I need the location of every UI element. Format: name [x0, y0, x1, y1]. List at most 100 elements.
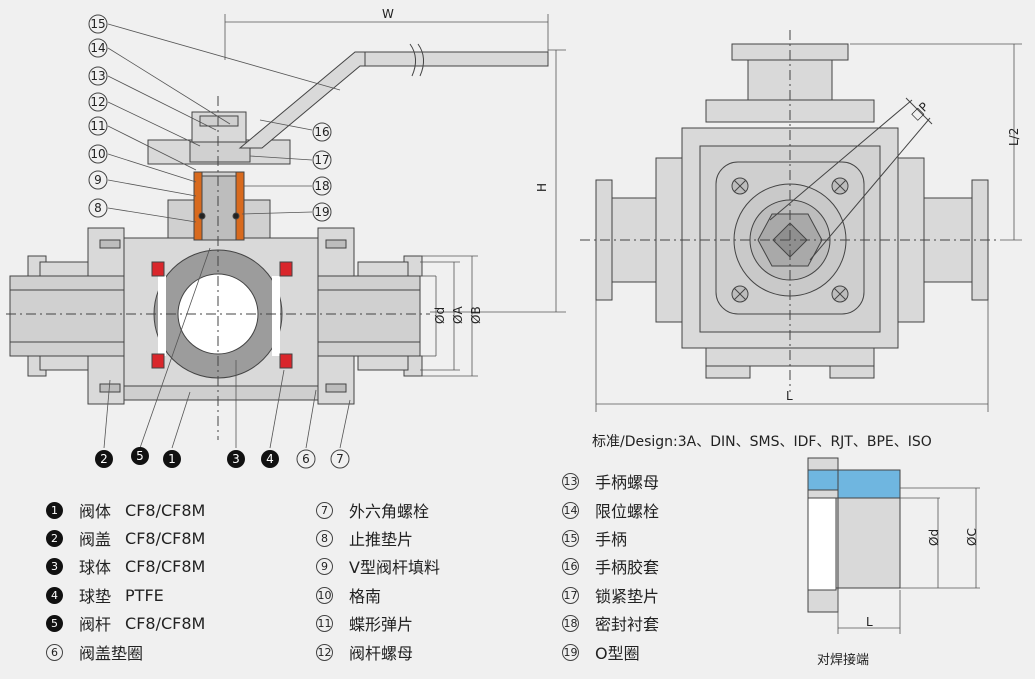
part-name: 阀盖垫圈: [79, 644, 144, 663]
part-name: 密封衬套: [595, 615, 660, 634]
legend-item: 19 O型圈: [562, 640, 654, 664]
part-number-badge: 15: [562, 529, 579, 547]
legend-item: 11 蝶形弹片: [316, 611, 427, 635]
part-name: 手柄螺母: [595, 473, 660, 492]
callout-19: 19: [314, 205, 329, 219]
legend-item: 2 阀盖 CF8/CF8M: [46, 526, 205, 550]
part-number-badge: 10: [316, 586, 333, 604]
section-view: [6, 43, 549, 440]
part-name: 阀杆螺母: [349, 644, 414, 663]
weld-end-detail: [807, 457, 901, 613]
legend-item: 10 格南: [316, 583, 395, 607]
legend-item: 6 阀盖垫圈: [46, 640, 157, 664]
callout-2: 2: [100, 452, 108, 466]
callouts-bottom: 2 5 1 3 4 6 7: [95, 447, 350, 469]
part-name: V型阀杆填料: [349, 558, 440, 577]
callout-7: 7: [336, 452, 344, 466]
part-name: 锁紧垫片: [595, 587, 660, 606]
legend-item: 17 锁紧垫片: [562, 583, 673, 607]
part-number-badge: 16: [562, 557, 579, 575]
weld-caption: 对焊接端: [817, 653, 870, 668]
dim-W: W: [382, 7, 394, 21]
part-material: CF8/CF8M: [125, 500, 206, 520]
part-name: 外六角螺栓: [349, 502, 430, 521]
legend-item: 15 手柄: [562, 526, 641, 550]
part-material: CF8/CF8M: [125, 528, 206, 548]
legend-item: 9 V型阀杆填料: [316, 554, 454, 578]
legend-item: 1 阀体 CF8/CF8M: [46, 498, 205, 522]
part-name: 止推垫片: [349, 530, 414, 549]
callout-18: 18: [314, 179, 329, 193]
part-name: 阀盖: [79, 530, 112, 549]
part-name: 蝶形弹片: [349, 615, 414, 634]
part-number-badge: 14: [562, 501, 579, 519]
part-number-badge: 9: [316, 557, 333, 575]
part-name: 格南: [349, 587, 382, 606]
legend-item: 3 球体 CF8/CF8M: [46, 554, 205, 578]
part-number-badge: 19: [562, 643, 579, 661]
legend-item: 14 限位螺栓: [562, 498, 673, 522]
callouts-right: 16 17 18 19: [312, 122, 332, 222]
dim-B: ØB: [469, 306, 483, 324]
legend-item: 8 止推垫片: [316, 526, 427, 550]
callout-3: 3: [232, 452, 240, 466]
dim-weld-d: Ød: [927, 529, 941, 546]
part-material: CF8/CF8M: [125, 556, 206, 576]
part-number-badge: 17: [562, 586, 579, 604]
part-name: 限位螺栓: [595, 502, 660, 521]
part-name: 球垫: [79, 587, 112, 606]
callout-13: 13: [90, 69, 105, 83]
part-number-badge: 6: [46, 643, 63, 661]
part-name: 阀杆: [79, 615, 112, 634]
part-name: 阀体: [79, 502, 112, 521]
callout-14: 14: [90, 41, 105, 55]
callout-17: 17: [314, 153, 329, 167]
part-name: 手柄: [595, 530, 628, 549]
callout-9: 9: [94, 173, 102, 187]
callout-12: 12: [90, 95, 105, 109]
part-number-badge: 5: [46, 614, 63, 632]
callout-8: 8: [94, 201, 102, 215]
part-number-badge: 12: [316, 643, 333, 661]
legend-item: 4 球垫 PTFE: [46, 583, 164, 607]
part-number-badge: 8: [316, 529, 333, 547]
part-material: CF8/CF8M: [125, 613, 206, 633]
part-number-badge: 3: [46, 557, 63, 575]
callouts-left: 15 14 13 12 11 10 9 8: [88, 14, 108, 218]
part-number-badge: 18: [562, 614, 579, 632]
part-name: O型圈: [595, 644, 640, 663]
callout-6: 6: [302, 452, 310, 466]
part-name: 球体: [79, 558, 112, 577]
callout-4: 4: [266, 452, 274, 466]
legend-item: 5 阀杆 CF8/CF8M: [46, 611, 205, 635]
legend-item: 13 手柄螺母: [562, 469, 673, 493]
part-material: PTFE: [125, 585, 164, 605]
part-number-badge: 13: [562, 472, 579, 490]
legend-item: 18 密封衬套: [562, 611, 673, 635]
dim-weld-L: L: [866, 615, 873, 629]
top-view: [580, 30, 1000, 392]
callout-11: 11: [90, 119, 105, 133]
part-number-badge: 4: [46, 586, 63, 604]
callout-1: 1: [168, 452, 176, 466]
legend-item: 16 手柄胶套: [562, 554, 673, 578]
dim-d: Ød: [433, 307, 447, 324]
dim-A: ØA: [451, 306, 465, 324]
legend-item: 7 外六角螺栓: [316, 498, 443, 522]
callout-10: 10: [90, 147, 105, 161]
part-name: 手柄胶套: [595, 558, 660, 577]
legend-item: 12 阀杆螺母: [316, 640, 427, 664]
callout-15: 15: [90, 17, 105, 31]
standards-line: 标准/Design:3A、DIN、SMS、IDF、RJT、BPE、ISO: [592, 434, 932, 450]
part-number-badge: 1: [46, 501, 63, 519]
part-number-badge: 11: [316, 614, 333, 632]
callout-16: 16: [314, 125, 329, 139]
dim-weld-C: ØC: [965, 528, 979, 546]
part-number-badge: 2: [46, 529, 63, 547]
dim-L-half: L/2: [1007, 128, 1021, 146]
dim-H: H: [535, 183, 549, 192]
part-number-badge: 7: [316, 501, 333, 519]
callout-5: 5: [136, 449, 144, 463]
dim-L: L: [786, 389, 793, 403]
